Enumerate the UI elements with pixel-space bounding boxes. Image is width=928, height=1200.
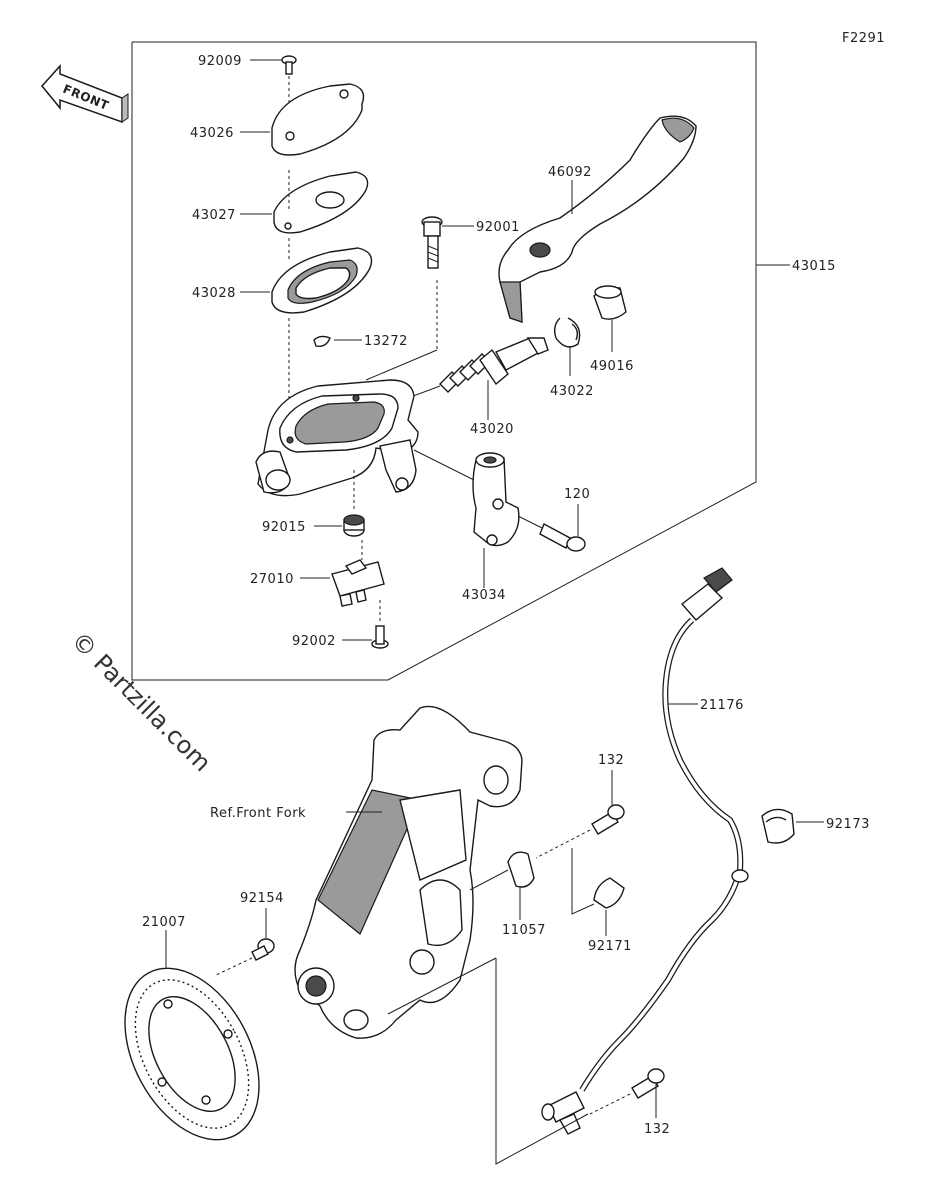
sensor-rotor-21007 xyxy=(124,967,260,1141)
front-arrow-icon: FRONT xyxy=(41,64,129,124)
label-27010: 27010 xyxy=(250,572,294,587)
label-43034: 43034 xyxy=(462,588,506,603)
label-132-lower: 132 xyxy=(644,1122,670,1137)
clamp-11057 xyxy=(507,851,535,888)
bolt-132-lower xyxy=(631,1068,665,1099)
label-43022: 43022 xyxy=(550,384,594,399)
label-43026: 43026 xyxy=(190,126,234,141)
master-cylinder-43015 xyxy=(255,379,419,497)
sensor-21176 xyxy=(541,567,749,1135)
diaphragm-43028 xyxy=(271,247,373,314)
label-11057: 11057 xyxy=(502,923,546,938)
label-92171: 92171 xyxy=(588,939,632,954)
label-21176: 21176 xyxy=(700,698,744,713)
label-92001: 92001 xyxy=(476,220,520,235)
label-43028: 43028 xyxy=(192,286,236,301)
clamp-43034 xyxy=(472,452,520,547)
watermark: © Partzilla.com xyxy=(66,626,217,777)
cap-43026 xyxy=(271,83,365,156)
label-49016: 49016 xyxy=(590,359,634,374)
clamp-92173 xyxy=(761,808,795,844)
label-92009: 92009 xyxy=(198,54,242,69)
bolt-92001 xyxy=(421,216,443,269)
switch-27010 xyxy=(331,559,385,607)
label-21007: 21007 xyxy=(142,915,186,930)
plate-43027 xyxy=(273,171,369,234)
bolt-92154 xyxy=(251,938,275,961)
assembly-frame xyxy=(131,41,757,681)
grommet-92015 xyxy=(343,514,365,537)
label-92173: 92173 xyxy=(826,817,870,832)
label-46092: 46092 xyxy=(548,165,592,180)
front-fork-ref xyxy=(294,705,523,1039)
label-92015: 92015 xyxy=(262,520,306,535)
lever-46092 xyxy=(498,115,697,323)
label-13272: 13272 xyxy=(364,334,408,349)
bolt-132-upper xyxy=(591,804,625,835)
label-92154: 92154 xyxy=(240,891,284,906)
label-92002: 92002 xyxy=(292,634,336,649)
label-ref-front-fork: Ref.Front Fork xyxy=(210,806,306,821)
piston-kit-43020 xyxy=(439,337,549,393)
figure-code: F2291 xyxy=(842,31,885,46)
label-43020: 43020 xyxy=(470,422,514,437)
screw-92002 xyxy=(371,625,389,649)
label-43015: 43015 xyxy=(792,259,836,274)
clip-92171 xyxy=(593,877,625,909)
label-132-upper: 132 xyxy=(598,753,624,768)
screw-92009 xyxy=(281,55,297,75)
bolt-120 xyxy=(539,523,586,552)
circlip-43022 xyxy=(553,317,581,348)
clip-13272 xyxy=(313,335,331,348)
label-120: 120 xyxy=(564,487,590,502)
boot-49016 xyxy=(593,285,627,320)
label-43027: 43027 xyxy=(192,208,236,223)
